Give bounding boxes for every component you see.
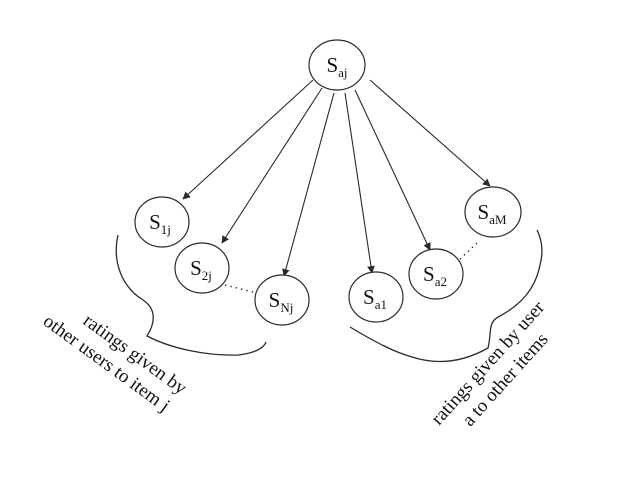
svg-text:S2j: S2j <box>190 256 212 283</box>
braces <box>115 229 543 363</box>
edges <box>182 79 491 277</box>
node-saM: SaM <box>464 186 522 238</box>
node-sa1: Sa1 <box>348 271 404 323</box>
node-sa1-sub: a1 <box>375 297 387 312</box>
node-saM-sub: aM <box>489 212 507 227</box>
edge-root-saM <box>369 79 491 187</box>
node-s1j-sub: 1j <box>161 222 171 237</box>
svg-text:S1j: S1j <box>149 210 171 237</box>
node-root: Saj <box>308 39 366 91</box>
svg-text:Sa2: Sa2 <box>423 262 447 289</box>
nodes: Saj S1j S2j SNj Sa1 Sa2 SaM <box>134 39 522 326</box>
node-sa2-main: S <box>423 262 435 286</box>
svg-text:Saj: Saj <box>326 53 347 80</box>
node-sa2: Sa2 <box>408 248 464 300</box>
edge-root-sa1 <box>344 92 375 274</box>
ellipsis-left <box>224 284 258 294</box>
left-label: ratings given by other users to item j <box>39 310 191 416</box>
left-brace <box>115 234 267 356</box>
node-s1j: S1j <box>134 196 190 248</box>
node-root-main: S <box>326 53 338 77</box>
node-s2j: S2j <box>174 242 230 294</box>
node-s2j-main: S <box>190 256 202 280</box>
node-sNj-sub: Nj <box>280 300 293 315</box>
node-sa1-main: S <box>363 285 375 309</box>
edge-root-sa2 <box>354 89 431 251</box>
svg-text:SNj: SNj <box>269 288 294 315</box>
node-saM-main: S <box>477 200 489 224</box>
node-sa2-sub: a2 <box>435 274 447 289</box>
edge-root-sNj <box>282 92 335 277</box>
node-s1j-main: S <box>149 210 161 234</box>
node-sNj: SNj <box>254 274 310 326</box>
node-sNj-main: S <box>269 288 281 312</box>
right-brace <box>349 229 543 363</box>
node-root-sub: aj <box>338 65 347 80</box>
svg-text:Sa1: Sa1 <box>363 285 387 312</box>
edge-root-s2j <box>221 87 323 244</box>
edge-root-s1j <box>182 79 314 200</box>
node-s2j-sub: 2j <box>202 268 212 283</box>
right-label: ratings given by user a to other items <box>427 297 553 431</box>
svg-text:SaM: SaM <box>477 200 506 227</box>
